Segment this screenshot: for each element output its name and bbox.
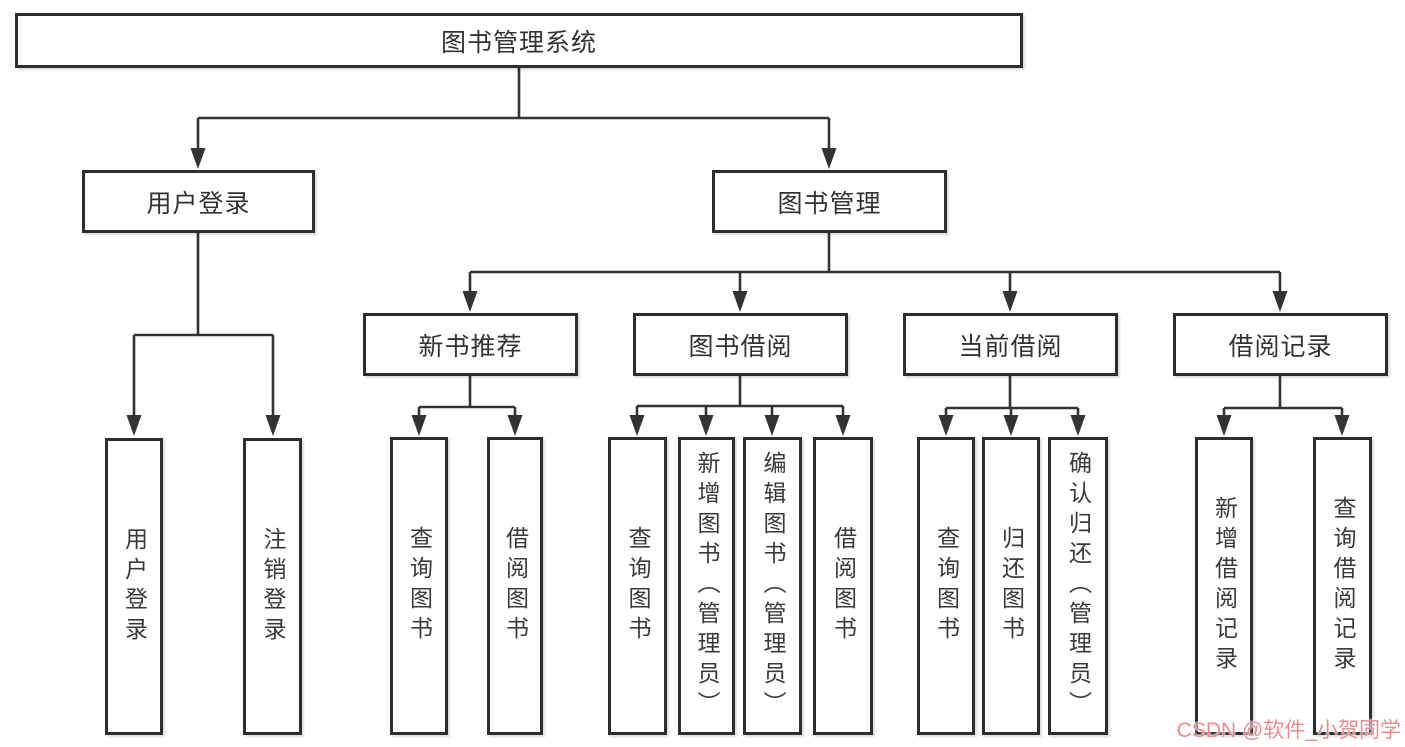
leaf-records-add-record: 新增借阅记录 xyxy=(1195,437,1253,735)
leaf-logout-label: 注销登录 xyxy=(260,526,286,647)
arrowhead-icon xyxy=(507,415,523,436)
leaf-borrow-add-book-label: 新增图书（管理员） xyxy=(694,451,720,721)
leaf-current-confirm-return-label: 确认归还（管理员） xyxy=(1065,451,1092,721)
arrowhead-icon xyxy=(1216,415,1232,436)
leaf-current-return-book-label: 归还图书 xyxy=(998,526,1025,646)
leaf-user-login: 用户登录 xyxy=(105,438,163,735)
arrowhead-icon xyxy=(764,415,780,436)
arrowhead-icon xyxy=(462,291,478,312)
arrowhead-icon xyxy=(629,415,645,436)
leaf-current-query-book-label: 查询图书 xyxy=(933,526,960,646)
arrowhead-icon xyxy=(1003,415,1019,436)
leaf-borrow-add-book: 新增图书（管理员） xyxy=(678,437,735,735)
node-current-borrow-label: 当前借阅 xyxy=(958,332,1063,361)
node-current-borrow: 当前借阅 xyxy=(903,313,1118,376)
leaf-current-return-book: 归还图书 xyxy=(982,437,1040,735)
arrowhead-icon xyxy=(265,415,281,436)
node-borrow-records: 借阅记录 xyxy=(1173,313,1388,376)
arrowhead-icon xyxy=(938,415,954,436)
leaf-user-login-label: 用户登录 xyxy=(121,526,148,647)
leaf-borrow-edit-book: 编辑图书（管理员） xyxy=(743,437,802,735)
node-root: 图书管理系统 xyxy=(15,13,1023,68)
arrowhead-icon xyxy=(1334,415,1350,436)
arrowhead-icon xyxy=(1002,291,1018,312)
node-user-login-label: 用户登录 xyxy=(146,189,251,218)
arrowhead-icon xyxy=(1272,291,1288,312)
arrowhead-icon xyxy=(698,415,714,436)
node-new-book-recommend: 新书推荐 xyxy=(363,313,578,376)
leaf-borrow-edit-book-label: 编辑图书（管理员） xyxy=(760,451,786,721)
leaf-borrow-query-book-label: 查询图书 xyxy=(625,526,651,646)
leaf-recommend-borrow-book: 借阅图书 xyxy=(487,437,543,735)
leaf-current-query-book: 查询图书 xyxy=(917,437,975,735)
leaf-borrow-borrow-book-label: 借阅图书 xyxy=(830,526,857,646)
arrowhead-icon xyxy=(126,415,142,436)
leaf-borrow-borrow-book: 借阅图书 xyxy=(813,437,873,735)
leaf-recommend-query-book-label: 查询图书 xyxy=(406,526,433,646)
node-user-login: 用户登录 xyxy=(82,170,315,233)
node-book-management-label: 图书管理 xyxy=(777,189,882,218)
node-new-book-recommend-label: 新书推荐 xyxy=(418,332,523,361)
leaf-borrow-query-book: 查询图书 xyxy=(608,437,667,735)
leaf-logout: 注销登录 xyxy=(243,438,302,735)
leaf-recommend-borrow-book-label: 借阅图书 xyxy=(502,526,529,646)
arrowhead-icon xyxy=(821,148,837,169)
leaf-records-add-record-label: 新增借阅记录 xyxy=(1211,496,1238,676)
node-borrow-records-label: 借阅记录 xyxy=(1228,332,1333,361)
leaf-records-query-record: 查询借阅记录 xyxy=(1313,437,1372,735)
arrowhead-icon xyxy=(190,148,206,169)
leaf-recommend-query-book: 查询图书 xyxy=(390,437,448,735)
arrowhead-icon xyxy=(835,415,851,436)
watermark: CSDN @软件_小贺同学 xyxy=(1176,719,1401,742)
leaf-records-query-record-label: 查询借阅记录 xyxy=(1330,496,1356,676)
arrowhead-icon xyxy=(411,415,427,436)
node-book-borrow-label: 图书借阅 xyxy=(688,332,793,361)
node-root-label: 图书管理系统 xyxy=(440,28,597,57)
arrowhead-icon xyxy=(1070,415,1086,436)
node-book-management: 图书管理 xyxy=(712,170,947,233)
node-book-borrow: 图书借阅 xyxy=(633,313,848,376)
leaf-current-confirm-return: 确认归还（管理员） xyxy=(1048,437,1108,735)
arrowhead-icon xyxy=(732,291,748,312)
